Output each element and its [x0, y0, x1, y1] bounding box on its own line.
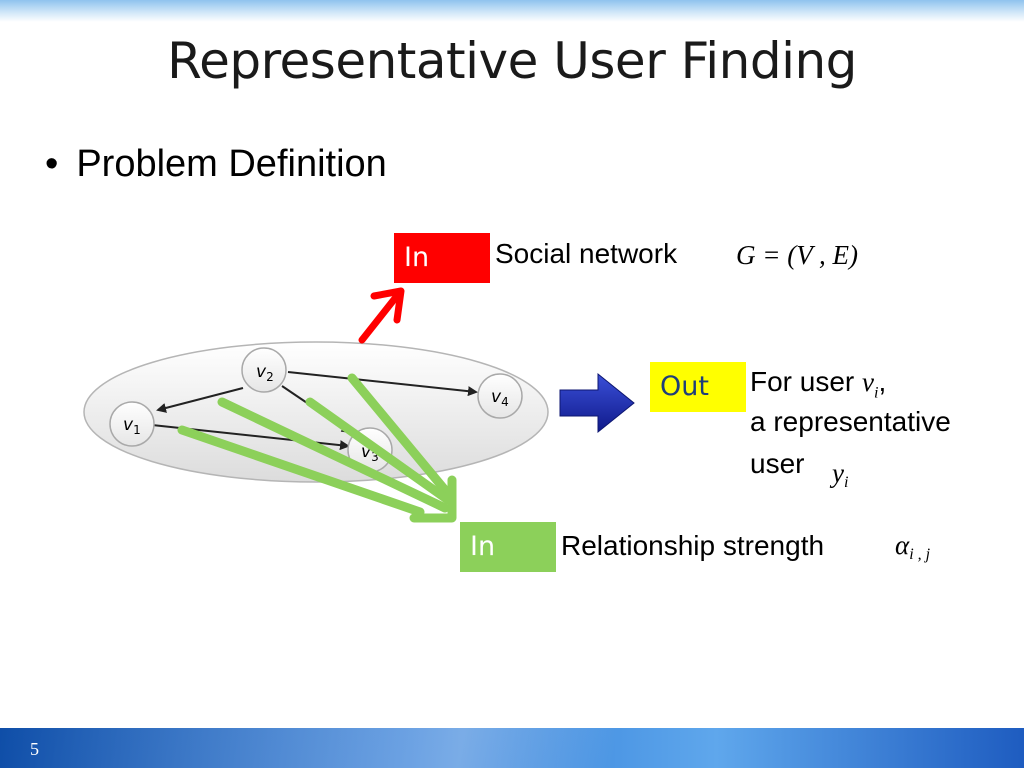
output-line-1: For user vi, — [750, 366, 886, 402]
red-arrow-icon — [358, 287, 405, 344]
representative-variable: yi — [832, 458, 849, 491]
output-tag: Out — [650, 362, 746, 412]
for-user-text: For user — [750, 366, 855, 397]
relationship-strength-label: Relationship strength — [561, 530, 825, 561]
bullet-text: Problem Definition — [76, 143, 387, 185]
top-banner — [0, 0, 1024, 22]
svg-text:v3: v3 — [361, 442, 379, 464]
footer-bar — [0, 728, 1024, 768]
output-line-2: a representative — [750, 406, 951, 437]
graph-formula: G = (V , E) — [736, 240, 858, 270]
footer-swoosh — [0, 728, 1024, 768]
slide-number: 5 — [30, 739, 39, 759]
svg-text:v4: v4 — [491, 387, 509, 409]
comma: , — [878, 366, 887, 397]
node-v1: v1 — [109, 401, 155, 447]
network-ellipse — [83, 341, 549, 483]
edge-v2-v4 — [287, 371, 478, 397]
node-v4: v4 — [477, 373, 523, 419]
slide-title: Representative User Finding — [167, 32, 857, 90]
bullet-item: • Problem Definition — [45, 143, 387, 186]
big-right-arrow-icon — [559, 372, 635, 434]
relationship-arrows — [177, 373, 457, 523]
svg-text:v1: v1 — [123, 415, 141, 437]
bullet-dot: • — [45, 143, 59, 185]
svg-text:v2: v2 — [256, 362, 274, 384]
social-network-label: Social network — [495, 238, 678, 269]
output-line-3: user — [750, 448, 805, 479]
edge-v2-v1 — [156, 387, 244, 413]
input-tag-network: In — [394, 233, 490, 283]
user-variable: vi — [862, 367, 879, 402]
strength-symbol: αi , j — [895, 530, 931, 563]
input-tag-strength: In — [460, 522, 556, 572]
node-v2: v2 — [241, 347, 287, 393]
